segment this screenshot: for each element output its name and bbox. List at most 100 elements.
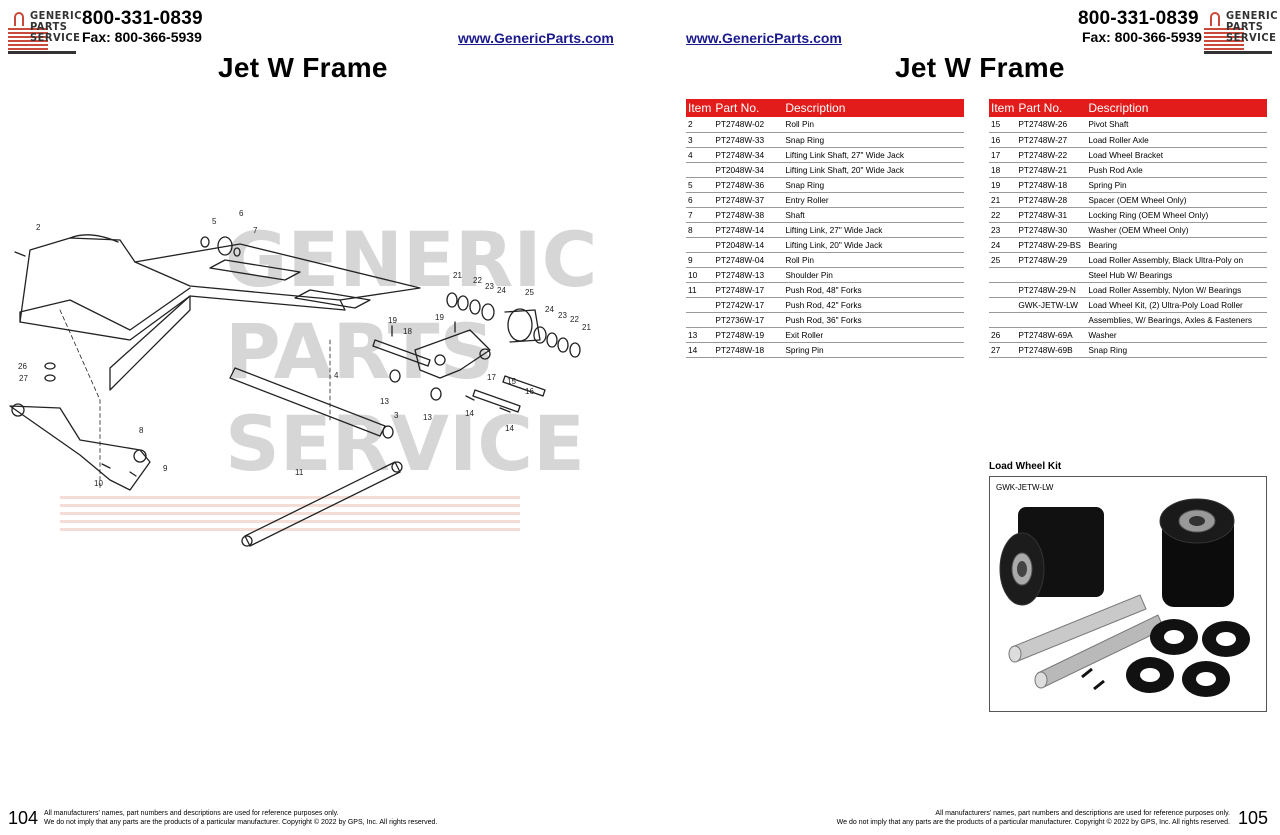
load-wheel-kit-image [999, 498, 1250, 697]
callout-14b: 14 [505, 424, 514, 433]
callout-13b: 13 [423, 413, 432, 422]
description-cell: Assemblies, W/ Bearings, Axles & Fastene… [1086, 312, 1267, 328]
part-number-cell: PT2748W-17 [713, 282, 784, 298]
item-cell: 10 [686, 267, 714, 283]
item-cell [989, 297, 1017, 313]
description-cell: Locking Ring (OEM Wheel Only) [1086, 207, 1267, 223]
callout-2: 2 [36, 223, 41, 232]
watermark-line-2: PARTS [225, 307, 494, 396]
callout-21: 21 [453, 271, 462, 280]
disclaimer-right: All manufacturers' names, part numbers a… [836, 810, 1230, 826]
part-number-cell: PT2748W-30 [1016, 222, 1087, 238]
part-number-cell: PT2748W-02 [713, 117, 784, 133]
description-cell: Bearing [1086, 237, 1267, 253]
description-cell: Lifting Link, 20" Wide Jack [783, 237, 964, 253]
col-description: Description [1086, 99, 1267, 117]
part-number-cell [1016, 312, 1087, 328]
callout-19b: 19 [435, 313, 444, 322]
description-cell: Load Wheel Bracket [1086, 147, 1267, 163]
description-cell: Lifting Link Shaft, 27" Wide Jack [783, 147, 964, 163]
part-number-cell: PT2048W-34 [713, 162, 784, 178]
item-cell: 8 [686, 222, 714, 238]
item-cell: 15 [989, 117, 1017, 133]
description-cell: Push Rod Axle [1086, 162, 1267, 178]
item-cell: 11 [686, 282, 714, 298]
description-cell: Spring Pin [783, 342, 964, 358]
item-cell: 27 [989, 342, 1017, 358]
col-part-no: Part No. [713, 99, 784, 117]
item-cell: 3 [686, 132, 714, 148]
lifting-link-shaft [229, 367, 386, 437]
part-number-cell: PT2748W-14 [713, 222, 784, 238]
item-cell [686, 162, 714, 178]
page-title-right: Jet W Frame [895, 52, 1065, 83]
item-cell: 26 [989, 327, 1017, 343]
callout-7: 7 [253, 226, 258, 235]
part-number-cell: PT2748W-19 [713, 327, 784, 343]
website-link-right[interactable]: www.GenericParts.com [686, 30, 842, 46]
item-cell: 22 [989, 207, 1017, 223]
item-cell [989, 282, 1017, 298]
callout-17: 17 [487, 373, 496, 382]
load-roller [507, 308, 533, 342]
part-number-cell: PT2748W-38 [713, 207, 784, 223]
watermark-line-3: SERVICE [225, 399, 585, 488]
item-cell: 5 [686, 177, 714, 193]
description-cell: Roll Pin [783, 252, 964, 268]
callout-3: 3 [394, 411, 399, 420]
part-number-cell: PT2748W-29-N [1016, 282, 1087, 298]
item-cell: 2 [686, 117, 714, 133]
kit-title: Load Wheel Kit [989, 461, 1062, 472]
fax-number-right: Fax: 800-366-5939 [1082, 29, 1202, 45]
callout-13: 13 [380, 397, 389, 406]
kit-code: GWK-JETW-LW [996, 483, 1054, 492]
website-link-left[interactable]: www.GenericParts.com [458, 30, 614, 46]
part-number-cell: PT2748W-18 [713, 342, 784, 358]
description-cell: Exit Roller [783, 327, 964, 343]
load-wheel-bracket [414, 329, 491, 379]
item-cell: 18 [989, 162, 1017, 178]
callout-5: 5 [212, 217, 217, 226]
callout-9: 9 [163, 464, 168, 473]
callout-15: 15 [507, 377, 516, 386]
item-cell: 17 [989, 147, 1017, 163]
part-number-cell: PT2736W-17 [713, 312, 784, 328]
callout-22: 22 [473, 276, 482, 285]
item-cell: 13 [686, 327, 714, 343]
callout-8: 8 [139, 426, 144, 435]
callout-18: 18 [403, 327, 412, 336]
part-callouts: 2 5 6 7 21 22 23 24 25 24 23 22 21 19 18… [18, 209, 591, 488]
kit-photo-box: GWK-JETW-LW [989, 476, 1267, 712]
part-number-cell: PT2748W-22 [1016, 147, 1087, 163]
phone-number-left: 800-331-0839 [82, 8, 203, 29]
item-cell: 24 [989, 237, 1017, 253]
watermark-line-1: GENERIC [225, 215, 597, 304]
item-cell: 25 [989, 252, 1017, 268]
item-cell: 16 [989, 132, 1017, 148]
callout-26: 26 [18, 362, 27, 371]
item-cell [686, 237, 714, 253]
item-cell [989, 267, 1017, 283]
item-cell [989, 312, 1017, 328]
disclaimer-left: All manufacturers' names, part numbers a… [44, 810, 438, 826]
part-number-cell: PT2748W-69B [1016, 342, 1087, 358]
description-cell: Shoulder Pin [783, 267, 964, 283]
